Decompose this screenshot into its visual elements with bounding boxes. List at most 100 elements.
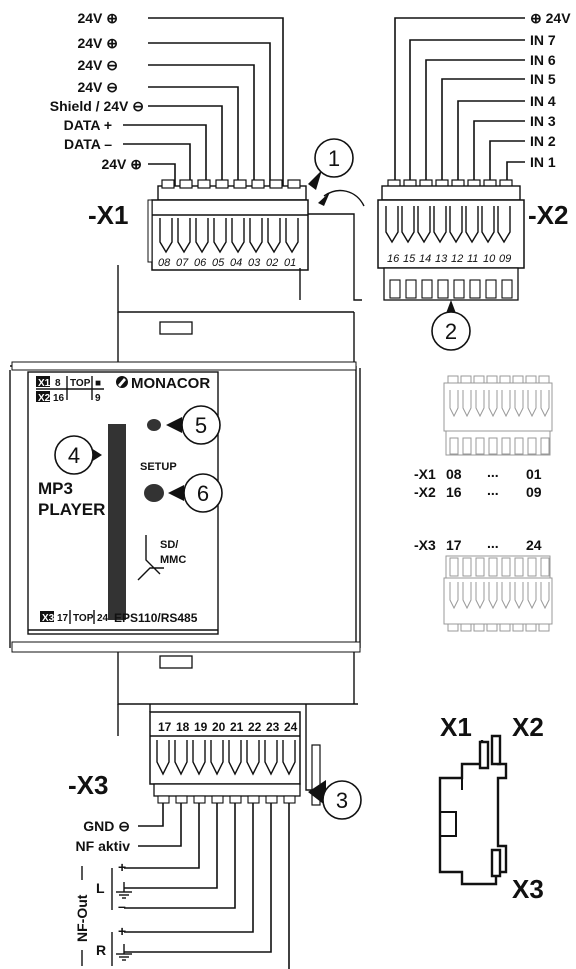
map-x1: X1 <box>38 378 51 389</box>
x2-pin-11: 11 <box>467 253 478 265</box>
side-x2: X2 <box>512 712 544 742</box>
callouts: 1 2 3 4 5 6 <box>54 138 471 820</box>
x2-pin-14: 14 <box>419 253 431 265</box>
x2-name: -X2 <box>528 200 568 230</box>
l-minus: – <box>118 898 126 914</box>
brand: MONACOR <box>131 375 210 392</box>
l-channel: L <box>96 880 105 896</box>
x1-label-5: Shield / 24V ⊖ <box>50 98 144 114</box>
legend-connector-x1x2 <box>443 375 553 456</box>
x3-pin-23: 23 <box>266 720 280 734</box>
x1-pin-02: 02 <box>266 257 278 269</box>
legend-r3-name: -X3 <box>414 537 436 553</box>
insert-arrow <box>323 189 365 207</box>
x2-label-5: IN 4 <box>530 93 556 109</box>
map-16: 16 <box>53 393 65 404</box>
map-x3: X3 <box>42 613 55 624</box>
legend-r2-dots: ... <box>487 482 499 498</box>
x2-label-6: IN 3 <box>530 113 556 129</box>
side-x1: X1 <box>440 712 472 742</box>
x3-pin-21: 21 <box>230 720 244 734</box>
x3-pin-18: 18 <box>176 720 190 734</box>
map-24: 24 <box>97 613 109 624</box>
x2-pin-12: 12 <box>451 253 463 265</box>
map-9: 9 <box>95 393 101 404</box>
map-17: 17 <box>57 613 69 624</box>
x2-wire-labels: ⊕ 24V IN 7 IN 6 IN 5 IN 4 IN 3 IN 2 IN 1 <box>530 10 571 170</box>
x1-label-2: 24V ⊕ <box>77 35 118 51</box>
x1-pin-06: 06 <box>194 257 207 269</box>
x3-pin-19: 19 <box>194 720 208 734</box>
legend-r1-a: 08 <box>446 466 462 482</box>
module-housing <box>9 199 362 806</box>
monacor-logo-icon <box>116 376 128 388</box>
x1-pin-05: 05 <box>212 257 225 269</box>
callout-5: 5 <box>195 413 207 438</box>
callout-1: 1 <box>328 146 340 171</box>
x2-label-3: IN 6 <box>530 52 556 68</box>
legend-r1-b: 01 <box>526 466 542 482</box>
legend-r2-name: -X2 <box>414 484 436 500</box>
legend-connector-x3 <box>443 555 553 632</box>
status-led <box>147 419 161 431</box>
x1-connector: 08 07 06 05 04 03 02 01 <box>151 179 309 271</box>
legend-r1-name: -X1 <box>414 466 436 482</box>
x2-wires <box>394 17 525 190</box>
x1-label-7: DATA – <box>64 136 112 152</box>
x2-pin-13: 13 <box>435 253 448 265</box>
x3-name: -X3 <box>68 770 108 800</box>
x3-connector: 17 18 19 20 21 22 23 24 <box>149 711 301 804</box>
x1-label-3: 24V ⊖ <box>77 57 118 73</box>
sd-line1: SD/ <box>160 539 178 551</box>
setup-button <box>144 484 164 502</box>
map-8: 8 <box>55 378 61 389</box>
legend-r3-a: 17 <box>446 537 462 553</box>
x1-pin-01: 01 <box>284 257 296 269</box>
x1-pin-07: 07 <box>176 257 189 269</box>
x1-label-1: 24V ⊕ <box>77 10 118 26</box>
map-top-bottom: TOP <box>73 613 94 624</box>
x2-pin-16: 16 <box>387 253 400 265</box>
ground-icon <box>116 882 132 899</box>
ground-icon <box>116 944 132 961</box>
x1-label-6: DATA + <box>64 117 112 133</box>
x3-labels: GND ⊖ NF aktiv + – + L R NF-Out <box>74 818 132 966</box>
map-square: ■ <box>95 378 101 389</box>
callout-4: 4 <box>68 443 80 468</box>
legend-r1-dots: ... <box>487 464 499 480</box>
x1-name: -X1 <box>88 200 128 230</box>
callout-2: 2 <box>445 319 457 344</box>
x1-wires <box>123 17 284 190</box>
sd-card-slot <box>108 424 126 620</box>
x1-pin-03: 03 <box>248 257 261 269</box>
x1-pin-08: 08 <box>158 257 171 269</box>
x1-label-4: 24V ⊖ <box>77 79 118 95</box>
side-view: X1 X2 X3 <box>438 712 544 904</box>
x2-label-7: IN 2 <box>530 133 556 149</box>
x3-gnd-label: GND ⊖ <box>83 818 130 834</box>
legend-r2-b: 09 <box>526 484 542 500</box>
side-x3: X3 <box>512 874 544 904</box>
setup-label: SETUP <box>140 461 177 473</box>
legend-text: -X1 08 ... 01 -X2 16 ... 09 -X3 17 ... 2… <box>414 464 542 553</box>
x1-pin-04: 04 <box>230 257 242 269</box>
x3-pin-17: 17 <box>158 720 172 734</box>
x1-wire-labels: 24V ⊕ 24V ⊕ 24V ⊖ 24V ⊖ Shield / 24V ⊖ D… <box>50 10 144 172</box>
x3-pin-24: 24 <box>284 720 298 734</box>
x2-pin-09: 09 <box>499 253 511 265</box>
r-plus: + <box>118 923 126 939</box>
nf-out-label: NF-Out <box>74 894 90 942</box>
x1-label-8: 24V ⊕ <box>101 156 142 172</box>
map-x2: X2 <box>38 393 51 404</box>
x2-connector: 16 15 14 13 12 11 10 09 <box>377 179 525 301</box>
x2-label-2: IN 7 <box>530 32 556 48</box>
x3-pin-22: 22 <box>248 720 262 734</box>
legend-r3-b: 24 <box>526 537 542 553</box>
x2-label-4: IN 5 <box>530 71 556 87</box>
r-channel: R <box>96 942 106 958</box>
sd-line2: MMC <box>160 554 186 566</box>
callout-3: 3 <box>336 788 348 813</box>
x3-pin-20: 20 <box>212 720 226 734</box>
x2-pin-15: 15 <box>403 253 416 265</box>
